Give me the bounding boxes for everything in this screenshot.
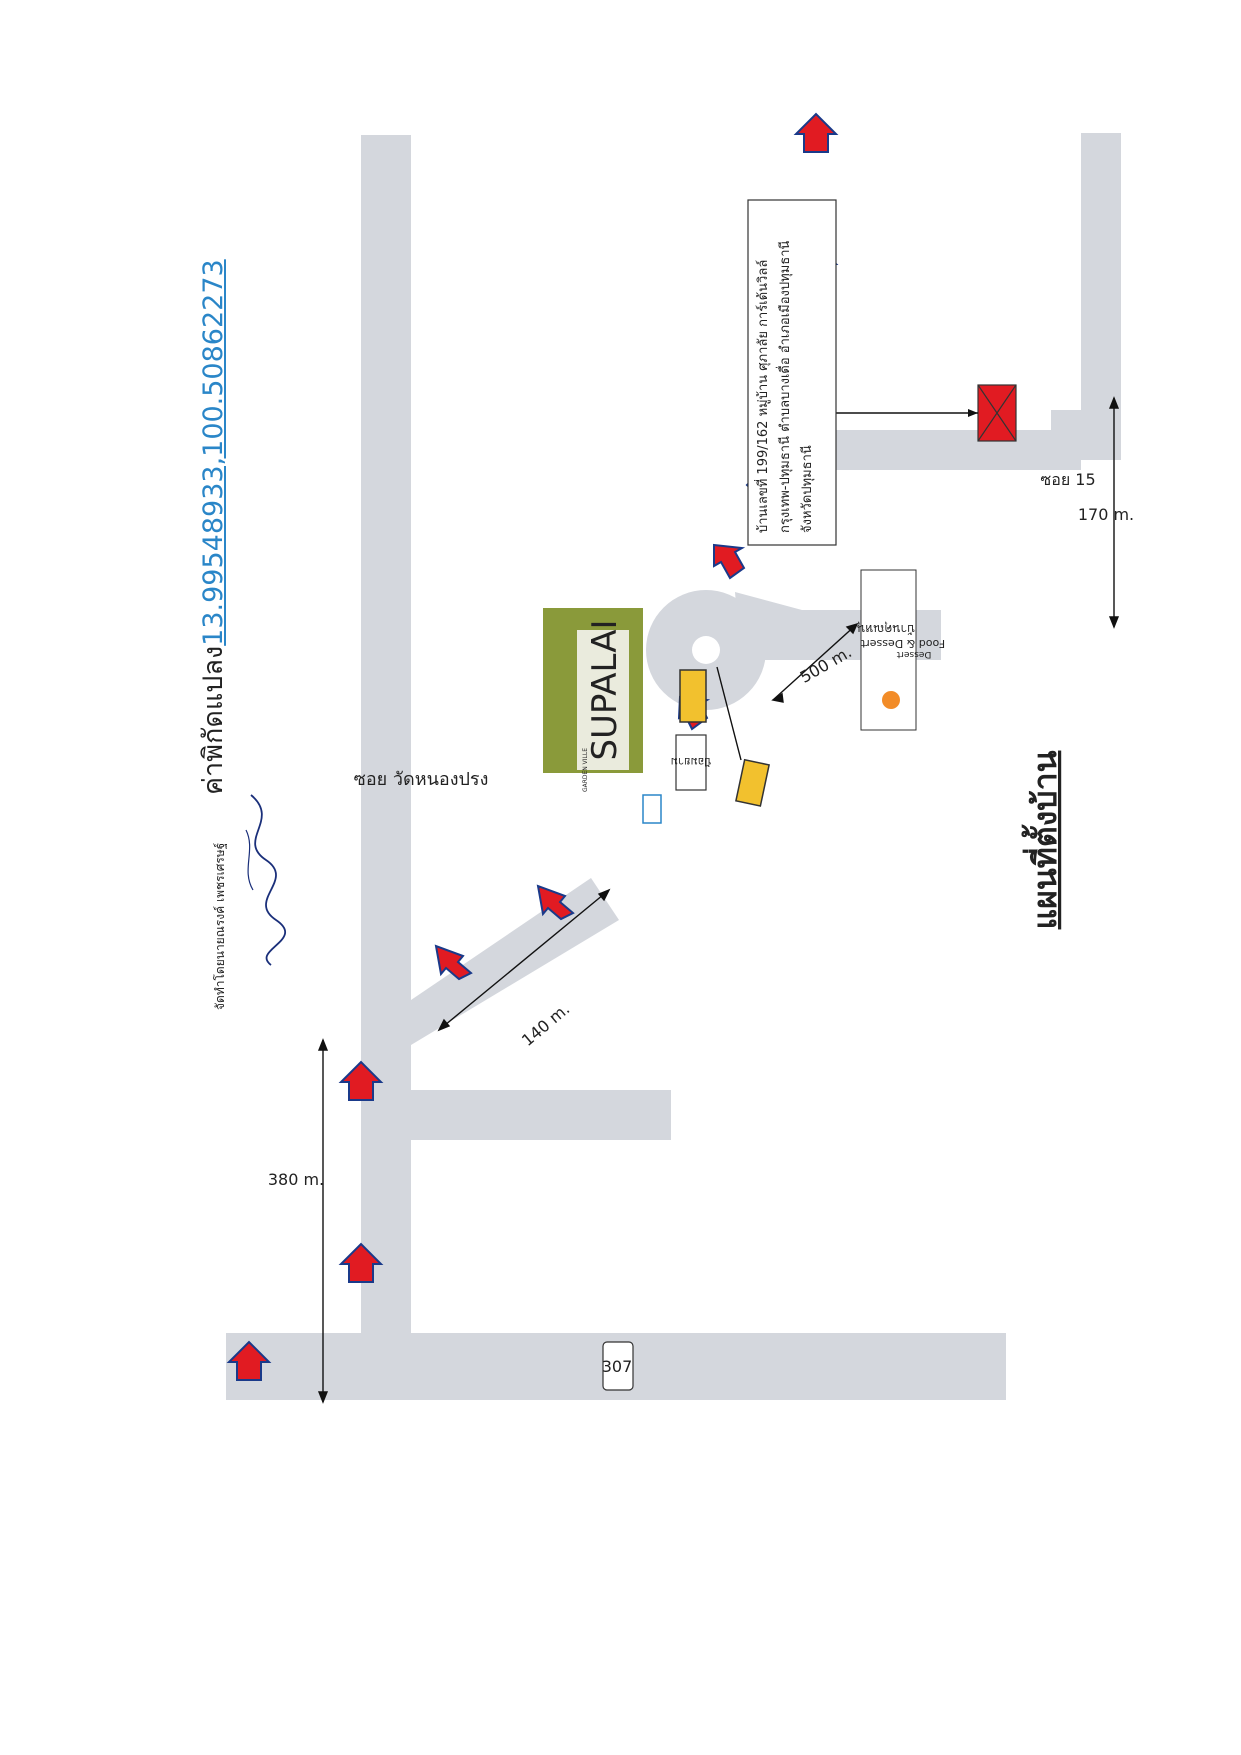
footer-coordinates: ค่าพิกัดแปลง13.99548933,100.50862273 — [191, 175, 231, 795]
upper-connector-road — [831, 430, 1081, 470]
main-soi-label: ซอย วัดหนองปรง — [354, 769, 489, 790]
food-shop-sign: บ้านคุณหนุ Food & Dessert Dessert — [857, 569, 945, 731]
supalai-sign-text: SUPALAI — [585, 619, 625, 760]
soi-15-junction — [1051, 410, 1121, 460]
food-shop-thai: บ้านคุณหนุ — [857, 621, 915, 636]
food-shop-sub: Dessert — [896, 649, 931, 659]
coords-value[interactable]: 13.99548933,100.50862273 — [198, 259, 229, 646]
route-307-badge: 307 — [602, 1341, 634, 1391]
direction-arrow — [536, 884, 575, 921]
signature — [245, 794, 286, 966]
route-number: 307 — [602, 1357, 633, 1376]
address-line-1-text: บ้านเลขที่ 199/162 หมู่บ้าน ศุภาลัย การ์… — [756, 259, 771, 533]
food-shop-en: Food & Dessert — [860, 637, 945, 650]
gate-marker — [735, 758, 770, 807]
direction-arrow — [226, 1340, 272, 1381]
guard-post: ป้อมยาม — [642, 734, 712, 824]
address-line-3: จังหวัดปทุมธานี — [800, 445, 815, 533]
guard-post-label: ป้อมยาม — [671, 755, 712, 768]
address-line-2: กรุงเทพ-ปทุมธานี ตำบลบางเดื่อ อำเภอเมือง… — [778, 240, 793, 533]
distance-indicators — [317, 396, 1120, 1404]
address-box: บ้านเลขที่ 199/162 หมู่บ้าน ศุภาลัย การ์… — [747, 199, 837, 546]
direction-arrow — [338, 1242, 384, 1283]
coords-prefix: ค่าพิกัดแปลง — [198, 645, 229, 795]
supalai-sign-subtext: GARDEN VILLE — [582, 748, 589, 792]
gate-marker — [679, 669, 707, 723]
direction-arrow — [434, 944, 473, 981]
soi-15-label: ซอย 15 — [1040, 470, 1095, 489]
target-house-marker — [836, 384, 1017, 442]
map-title: แผนที่ตั้งบ้าน — [1021, 750, 1064, 929]
main-soi-road — [361, 135, 411, 1335]
gates — [679, 669, 770, 807]
distance-140: 140 m. — [518, 999, 573, 1050]
direction-arrow — [338, 1060, 384, 1101]
direction-arrow — [793, 112, 839, 153]
roundabout-center — [692, 636, 720, 664]
side-road-lower — [406, 1090, 671, 1140]
direction-arrow — [713, 543, 746, 580]
supalai-sign: SUPALAI GARDEN VILLE — [543, 608, 643, 792]
distance-380: 380 m. — [268, 1170, 324, 1189]
direction-arrows — [226, 112, 839, 1381]
signer-name: จัดทำโดยนายณรงค์ เพชรเศรษฐ์ — [213, 842, 227, 1010]
soi-15-road — [1081, 133, 1121, 433]
branch-road — [735, 592, 828, 650]
distance-170: 170 m. — [1078, 505, 1134, 524]
footer-signer: จัดทำโดยนายณรงค์ เพชรเศรษฐ์ — [211, 790, 231, 1010]
diagonal-road — [411, 878, 619, 1045]
address-text-block: บ้านเลขที่ 199/162 หมู่บ้าน ศุภาลัย การ์… — [753, 213, 831, 533]
